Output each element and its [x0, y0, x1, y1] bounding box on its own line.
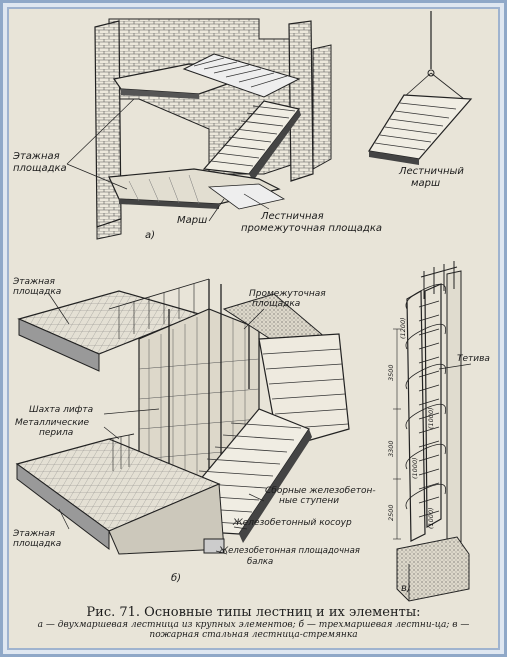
- label-b-steps-1: Сборные железобетон-: [265, 486, 376, 496]
- figure-b-leaders: [48, 293, 265, 555]
- label-b-beam-1: Железобетонная площадочная: [218, 546, 360, 556]
- book-page: Этажная площадка Лестничный марш Марш Ле…: [9, 9, 498, 648]
- dim-left-3: 2500: [387, 504, 395, 521]
- figure-a-hoisted-flight: [368, 11, 473, 165]
- label-b-interm-2: площадка: [252, 299, 300, 309]
- label-a-marsh: Марш: [177, 215, 207, 226]
- label-b-rail-1: Металлические: [15, 418, 90, 428]
- figure-b-three-flight-stair: [15, 278, 350, 555]
- label-b-floor-landing-bottom-2: площадка: [13, 539, 61, 549]
- label-a-interm-2: промежуточная площадка: [241, 223, 382, 234]
- label-b-shaft: Шахта лифта: [29, 405, 93, 415]
- dim-right-3: (1000): [411, 457, 419, 479]
- label-b-floor-landing-top-2: площадка: [13, 287, 61, 297]
- label-b-letter: б): [171, 572, 181, 584]
- label-a-floor-landing-1: Этажная: [12, 151, 60, 162]
- figure-illustration: Этажная площадка Лестничный марш Марш Ле…: [12, 11, 490, 602]
- label-a-letter: а): [145, 230, 155, 241]
- label-a-flight-1: Лестничный: [398, 166, 464, 177]
- figure-caption: Рис. 71. Основные типы лестниц и их элем…: [9, 605, 498, 640]
- label-a-flight-2: марш: [411, 178, 440, 189]
- figure-c-fire-ladder: [393, 261, 470, 602]
- dim-left-2: 3300: [387, 440, 395, 457]
- figure-a-stair-shaft: [94, 18, 332, 240]
- dim-right-2: (1000): [427, 407, 435, 429]
- figure-c-leader: [438, 363, 472, 370]
- label-b-stringer: Железобетонный косоур: [232, 518, 352, 528]
- label-a-interm-1: Лестничная: [260, 211, 324, 222]
- label-a-floor-landing-2: площадка: [13, 163, 67, 174]
- label-c-letter: в): [401, 583, 411, 594]
- label-c-tetiva: Тетива: [457, 354, 490, 364]
- figure-a-leaders: [66, 98, 270, 222]
- label-b-steps-2: ные ступени: [279, 496, 339, 506]
- caption-title: Рис. 71. Основные типы лестниц и их элем…: [86, 605, 421, 620]
- label-b-rail-2: перила: [39, 428, 73, 438]
- caption-description: а — двухмаршевая лестница из крупных эле…: [37, 620, 470, 640]
- label-b-floor-landing-bottom-1: Этажная: [12, 529, 56, 539]
- dim-right-4: (1000): [427, 507, 435, 529]
- label-b-floor-landing-top-1: Этажная: [12, 277, 56, 287]
- label-b-beam-2: балка: [247, 557, 273, 567]
- ladder-dimensions: 3500 3300 2500 (1200) (1000) (1000) (100…: [387, 317, 435, 529]
- dim-left-1: 3500: [387, 364, 395, 381]
- label-b-interm-1: Промежуточная: [249, 289, 326, 299]
- dim-right-1: (1200): [399, 317, 407, 339]
